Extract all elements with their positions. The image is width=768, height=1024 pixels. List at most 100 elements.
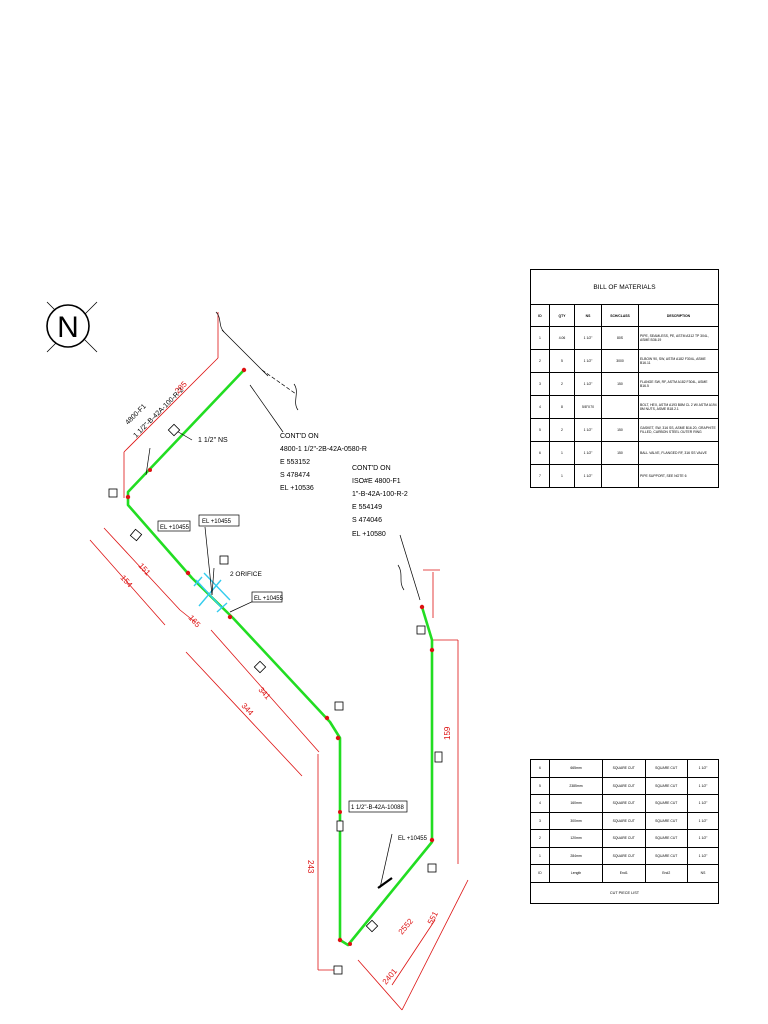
bom-cell: 5 xyxy=(549,349,575,373)
dim-right-159: 159 xyxy=(443,726,452,740)
bom-header-qty: QTY xyxy=(549,304,575,327)
bom-cell: GASKET, SW, 316 SS, ASME B16.20, GRAPHIT… xyxy=(638,418,719,442)
box-b-label: EL +10455 xyxy=(202,519,232,525)
cut-cell: 3 xyxy=(530,811,550,830)
bom-header-id: ID xyxy=(530,304,550,327)
bom-cell: 5/8"X70 xyxy=(574,395,602,419)
connection-right-line-3: E 554149 xyxy=(352,504,382,511)
dim-bot-551: 551 xyxy=(426,909,440,925)
bom-title: BILL OF MATERIALS xyxy=(530,269,719,305)
cut-cell: SQUARE CUT xyxy=(602,829,646,848)
bill-of-materials-table: BILL OF MATERIALS ID QTY NS SCH/CLASS DE… xyxy=(530,269,719,488)
cut-list-title: CUT PIECE LIST xyxy=(530,881,719,904)
cut-cell: SQUARE CUT xyxy=(644,776,688,795)
bom-cell: PIPE SUPPORT, SEE NOTE 6 xyxy=(638,464,719,488)
cut-cell: 1 1/2" xyxy=(687,846,719,865)
lower-tag-label: EL +10455 xyxy=(398,836,428,842)
cut-cell: SQUARE CUT xyxy=(644,759,688,778)
cut-cell: SQUARE CUT xyxy=(602,794,646,813)
bom-cell xyxy=(601,464,639,488)
cut-cell: 4 xyxy=(530,794,550,813)
bom-cell: 1 1/2" xyxy=(574,441,602,465)
cut-cell: End1 xyxy=(602,864,646,883)
bom-cell: 4 xyxy=(530,395,550,419)
pipe-tags: 4800-F1 1 1/2"-B-42A-100-R-2 1 1/2" NS 2… xyxy=(124,387,262,578)
cut-cell: SQUARE CUT xyxy=(602,846,646,865)
connection-right-title: CONT'D ON xyxy=(352,465,391,472)
bom-cell: 1 1/2" xyxy=(574,464,602,488)
cut-cell: SQUARE CUT xyxy=(644,811,688,830)
cut-cell: ID xyxy=(530,864,550,883)
bom-cell: 4.06 xyxy=(549,326,575,350)
connection-right-line-4: S 474046 xyxy=(352,517,382,524)
cut-cell: Length xyxy=(549,864,603,883)
cut-cell: SQUARE CUT xyxy=(602,759,646,778)
cut-cell: 160mm xyxy=(549,794,603,813)
dim-left-low: 243 xyxy=(306,860,315,874)
bom-cell: BALL VALVE, FLANGED RF, 316 SS VALVE xyxy=(638,441,719,465)
north-label: N xyxy=(57,311,79,344)
bom-cell: 1 1/2" xyxy=(574,349,602,373)
bom-cell: BOLT, HEX, ASTM A193 B8M CL 2 W/ ASTM A1… xyxy=(638,395,719,419)
bom-cell: FLANGE SW, RF, ASTM A182 F304L, ASME B16… xyxy=(638,372,719,396)
bom-cell: 150 xyxy=(601,418,639,442)
cut-cell: 1 1/2" xyxy=(687,759,719,778)
cut-cell: 2385mm xyxy=(549,776,603,795)
bom-cell: 7 xyxy=(530,464,550,488)
bom-cell: 1 xyxy=(530,326,550,350)
north-arrow: N xyxy=(46,301,98,353)
bom-cell: 2 xyxy=(549,372,575,396)
bom-header-description: DESCRIPTION xyxy=(638,304,719,327)
connection-top-line-1: 4800-1 1/2"-2B-42A-0580-R xyxy=(280,446,367,453)
cut-cell: SQUARE CUT xyxy=(602,776,646,795)
cut-cell: 5 xyxy=(530,776,550,795)
tag-valve-label: 2 ORIFICE xyxy=(230,571,262,578)
dim-bot-2552: 2552 xyxy=(397,916,416,936)
bom-cell: 80S xyxy=(601,326,639,350)
cut-cell: SQUARE CUT xyxy=(602,811,646,830)
bom-cell: 1 1/2" xyxy=(574,326,602,350)
cut-cell: End2 xyxy=(644,864,688,883)
cut-cell: 665mm xyxy=(549,759,603,778)
bom-cell: 1 xyxy=(549,441,575,465)
bom-cell: 3 xyxy=(530,372,550,396)
bom-cell: ELBOW 90, SW, ASTM A182 F304L, ASME B16.… xyxy=(638,349,719,373)
cut-cell: 1 1/2" xyxy=(687,776,719,795)
boxed-labels: EL +10455 EL +10455 EL +10455 1 1/2"-B-4… xyxy=(157,514,428,842)
box-a-label: EL +10455 xyxy=(160,525,190,531)
connection-right-line-2: 1"-B-42A-100-R-2 xyxy=(352,491,408,498)
cut-cell: 2 xyxy=(530,829,550,848)
fitting-markers xyxy=(125,367,435,946)
bom-cell: 150 xyxy=(601,372,639,396)
dim-mid-165: 165 xyxy=(187,613,203,629)
dim-mid-341: 341 xyxy=(257,685,273,701)
bom-cell: 1 xyxy=(549,464,575,488)
cut-cell: 120mm xyxy=(549,829,603,848)
cut-cell: SQUARE CUT xyxy=(644,794,688,813)
node-markers xyxy=(108,423,443,975)
dimension-lines xyxy=(89,312,469,1011)
cut-cell: 300mm xyxy=(549,811,603,830)
bom-cell: 150 xyxy=(601,441,639,465)
cut-cell: SQUARE CUT xyxy=(644,846,688,865)
bom-cell: 3000 xyxy=(601,349,639,373)
bom-cell xyxy=(601,395,639,419)
cut-cell: NS xyxy=(687,864,719,883)
cut-cell: 1 1/2" xyxy=(687,829,719,848)
cut-cell: 1 xyxy=(530,846,550,865)
connection-top-title: CONT'D ON xyxy=(280,433,319,440)
valve-fitting xyxy=(193,572,231,613)
lower-box-label: 1 1/2"-B-42A-10088 xyxy=(351,805,404,811)
cut-cell: 1 1/2" xyxy=(687,811,719,830)
bom-header-ns: NS xyxy=(574,304,602,327)
